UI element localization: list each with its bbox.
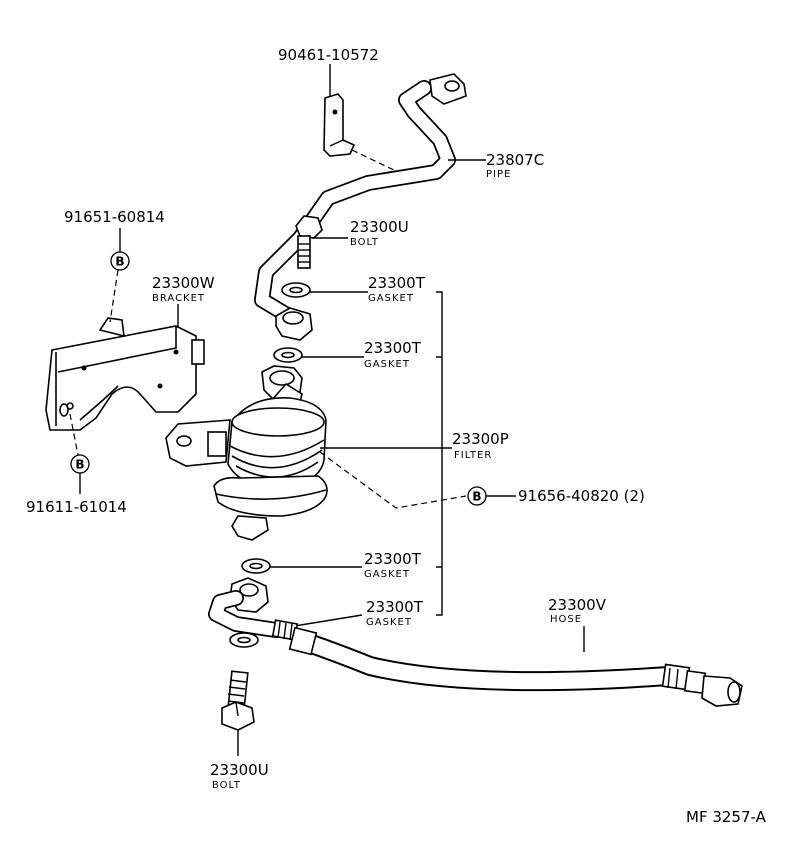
svg-text:B: B: [115, 255, 124, 269]
gasket-3-drawing[interactable]: [241, 558, 271, 574]
gasket-1-drawing[interactable]: [281, 282, 311, 298]
bracket-part-name: BRACKET: [152, 293, 205, 304]
gasket-1-part-number: 23300T: [368, 274, 426, 292]
clamp-drawing[interactable]: [323, 93, 356, 157]
gasket-3-part-name: GASKET: [364, 569, 410, 580]
bracket-drawing[interactable]: [45, 317, 205, 431]
gasket-2-drawing[interactable]: [273, 347, 303, 363]
union-bolt-top-part-name: BOLT: [350, 237, 379, 248]
hose-part-number: 23300V: [548, 596, 607, 614]
bracket-bolt-bottom-part-number: 91611-61014: [26, 498, 127, 516]
bracket-bolt-bottom-badge: B: [70, 454, 90, 474]
gasket-1-part-name: GASKET: [368, 293, 414, 304]
pipe-part-name: PIPE: [486, 169, 511, 180]
union-bolt-bottom-drawing[interactable]: [221, 670, 255, 731]
dash-clamp-to-pipe: [351, 149, 399, 173]
filter-part-name: FILTER: [454, 450, 492, 461]
hose-part-name: HOSE: [550, 614, 582, 625]
union-bolt-bottom-part-name: BOLT: [212, 780, 241, 791]
dash-bracket-bolt-bottom: [69, 413, 79, 456]
diagram-code: MF 3257-A: [686, 808, 767, 826]
svg-text:B: B: [472, 490, 481, 504]
union-bolt-top-drawing[interactable]: [295, 215, 323, 269]
clamp-part-number: 90461-10572: [278, 46, 379, 64]
bracket-bolt-top-part-number: 91651-60814: [64, 208, 165, 226]
union-bolt-top-part-number: 23300U: [350, 218, 409, 236]
filter-part-number: 23300P: [452, 430, 509, 448]
filter-bolt-part-number: 91656-40820 (2): [518, 487, 645, 505]
bracket-part-number: 23300W: [152, 274, 215, 292]
dash-filter-bolt: [319, 451, 467, 509]
dash-bracket-bolt-top: [109, 269, 119, 323]
filter-drawing[interactable]: [165, 365, 328, 541]
bracket-bolt-top-badge: B: [110, 251, 130, 271]
gasket-group-bracket: [436, 291, 443, 616]
gasket-2-part-number: 23300T: [364, 339, 422, 357]
gasket-4-drawing[interactable]: [229, 632, 259, 648]
gasket-4-part-number: 23300T: [366, 598, 424, 616]
pipe-part-number: 23807C: [486, 151, 544, 169]
gasket-4-part-name: GASKET: [366, 617, 412, 628]
union-bolt-bottom-part-number: 23300U: [210, 761, 269, 779]
filter-bolt-badge: B: [467, 486, 487, 506]
svg-text:B: B: [75, 458, 84, 472]
gasket-2-part-name: GASKET: [364, 359, 410, 370]
gasket-3-part-number: 23300T: [364, 550, 422, 568]
hose-drawing[interactable]: [208, 577, 743, 707]
pipe-drawing[interactable]: [254, 73, 467, 341]
